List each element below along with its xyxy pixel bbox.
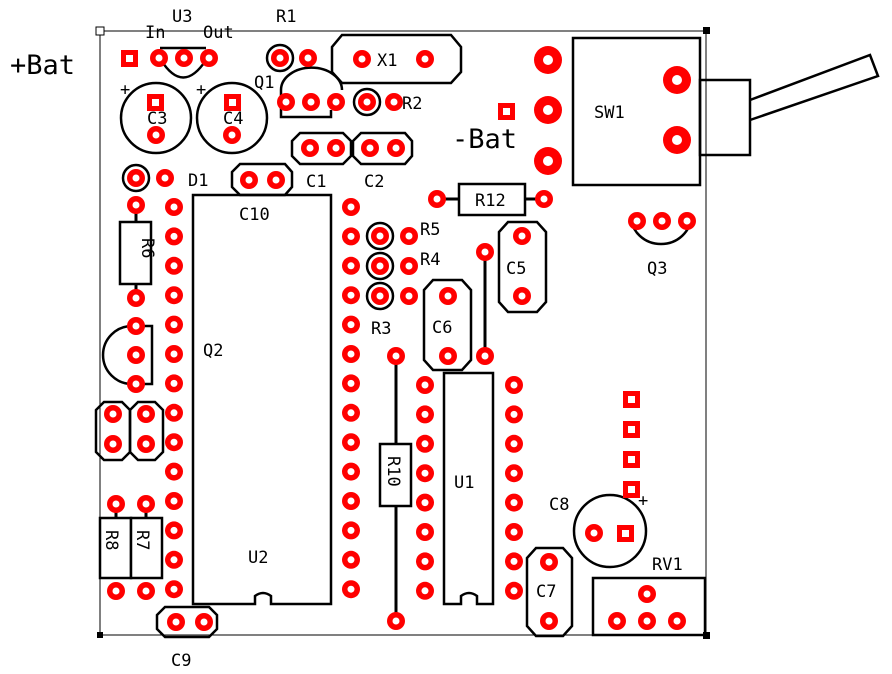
label-c8-plus: + (638, 491, 648, 511)
r4-outline (365, 251, 395, 281)
label-u2: U2 (248, 548, 268, 568)
label-r12: R12 (475, 191, 506, 211)
x1-outline (330, 33, 463, 85)
labels: +Bat -Bat U3 In Out R1 X1 Q1 R2 C3 C4 + … (10, 7, 683, 671)
c7-outline (525, 546, 574, 638)
label-bat-neg: -Bat (452, 124, 517, 155)
label-r2: R2 (402, 94, 422, 114)
label-bat-pos: +Bat (10, 50, 75, 81)
u3-outline (159, 46, 208, 79)
label-u1: U1 (454, 473, 474, 493)
cap-pair-outline (94, 400, 132, 462)
label-q2: Q2 (203, 341, 223, 361)
r5-outline (365, 221, 395, 251)
r2-outline (352, 87, 382, 117)
d1-outline (121, 163, 151, 193)
board-outline (95, 26, 710, 639)
label-r4: R4 (420, 250, 440, 270)
label-r5: R5 (420, 220, 440, 240)
label-c8: C8 (549, 495, 569, 515)
label-q3: Q3 (647, 259, 667, 279)
silkscreen (94, 33, 880, 639)
label-u3: U3 (172, 7, 192, 27)
label-r8: R8 (101, 530, 121, 550)
label-c5: C5 (506, 259, 526, 279)
label-c9: C9 (171, 651, 191, 671)
q2-transistor-outline (101, 324, 133, 386)
c5-outline (497, 220, 548, 314)
c9-outline (155, 605, 219, 639)
c8-outline (572, 493, 648, 569)
pads (104, 46, 696, 631)
sw1-body (571, 36, 702, 187)
r6-outline (118, 220, 153, 286)
label-c3: C3 (147, 109, 167, 129)
rv1-outline (591, 576, 707, 637)
c4-outline (195, 81, 269, 155)
label-c6: C6 (432, 318, 452, 338)
c6-outline (422, 278, 473, 372)
label-c4-plus: + (196, 80, 206, 100)
label-r3: R3 (371, 319, 391, 339)
c2-outline (351, 131, 414, 166)
label-c7: C7 (536, 582, 556, 602)
label-q1: Q1 (254, 73, 274, 93)
label-rv1: RV1 (652, 555, 683, 575)
c1-outline (290, 131, 353, 166)
label-u3-in: In (145, 23, 165, 43)
r3-outline (365, 281, 395, 311)
label-r7: R7 (132, 530, 152, 550)
label-sw1: SW1 (594, 103, 625, 123)
r1-outline (265, 43, 295, 73)
label-r1: R1 (276, 7, 296, 27)
label-c3-plus: + (120, 80, 130, 100)
c3-outline (119, 81, 193, 155)
u2-outline (191, 193, 333, 606)
label-c4: C4 (223, 109, 243, 129)
label-c10: C10 (239, 205, 270, 225)
label-x1: X1 (377, 51, 397, 71)
label-c2: C2 (364, 172, 384, 192)
label-r6: R6 (137, 238, 157, 258)
label-d1: D1 (188, 171, 208, 191)
label-u3-out: Out (203, 23, 234, 43)
label-c1: C1 (306, 172, 326, 192)
u1-outline (442, 371, 495, 606)
sw1-lever (749, 53, 880, 122)
label-r10: R10 (383, 456, 403, 487)
sw1-toggle-base (698, 78, 752, 157)
